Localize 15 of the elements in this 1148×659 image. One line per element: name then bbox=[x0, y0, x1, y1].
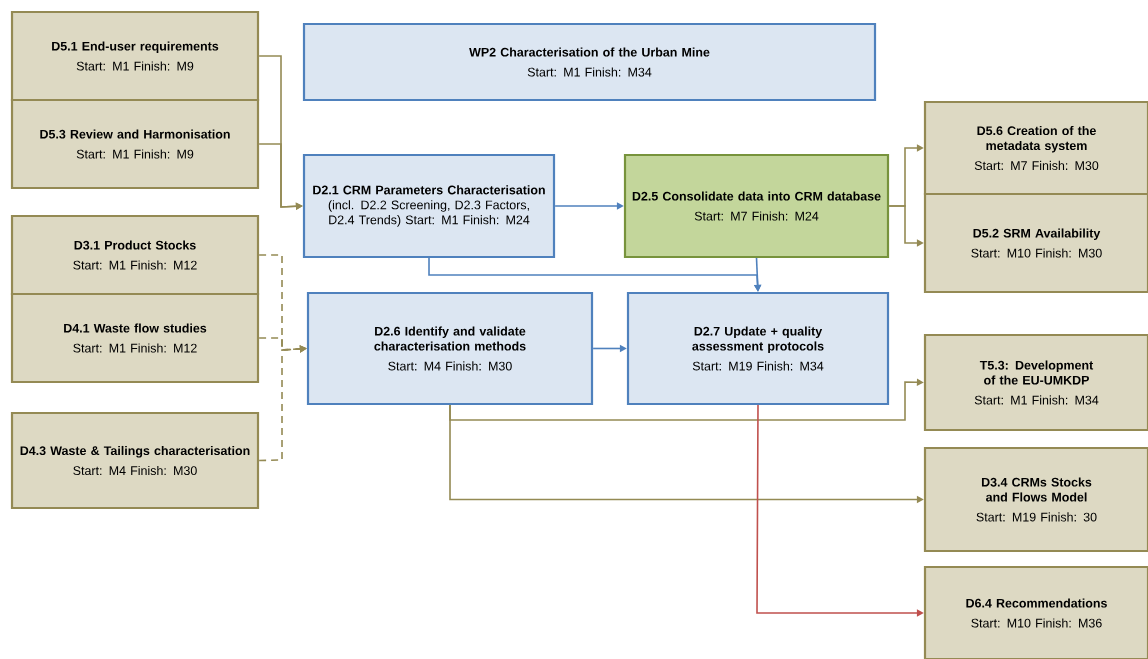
task-box: T5.3: Development of the EU-UMKDP Start: M1 Finish: M34 bbox=[923, 333, 1148, 432]
task-box: D2.6 Identify and validate characterisation methods Start: M4 Finish: M30 bbox=[306, 291, 594, 406]
task-box: D4.3 Waste & Tailings characterisation Start: M4 Finish: M30 bbox=[10, 411, 260, 510]
task-box: WP2 Characterisation of the Urban Mine Start: M1 Finish: M34 bbox=[302, 22, 877, 102]
task-box: D3.1 Product Stocks Start: M1 Finish: M12 bbox=[10, 214, 260, 296]
task-box: D4.1 Waste flow studies Start: M1 Finish: M12 bbox=[10, 292, 260, 384]
task-box: D2.7 Update + quality assessment protocols Start: M19 Finish: M34 bbox=[626, 291, 890, 406]
task-box: D5.2 SRM Availability Start: M10 Finish: M30 bbox=[923, 192, 1148, 294]
task-box: D3.4 CRMs Stocks and Flows Model Start: M19 Finish: 30 bbox=[923, 446, 1148, 553]
task-box: D2.1 CRM Parameters Characterisation (incl. D2.2 Screening, D2.3 Factors, D2.4 Trends) Start: M1 Finish: M24 bbox=[302, 153, 556, 259]
task-box: D5.1 End-user requirements Start: M1 Finish: M9 bbox=[10, 10, 260, 102]
task-box: D2.5 Consolidate data into CRM database Start: M7 Finish: M24 bbox=[623, 153, 890, 259]
task-box: D5.3 Review and Harmonisation Start: M1 Finish: M9 bbox=[10, 98, 260, 190]
task-box: D6.4 Recommendations Start: M10 Finish: M36 bbox=[923, 565, 1148, 659]
task-box: D5.6 Creation of the metadata system Start: M7 Finish: M30 bbox=[923, 100, 1148, 196]
